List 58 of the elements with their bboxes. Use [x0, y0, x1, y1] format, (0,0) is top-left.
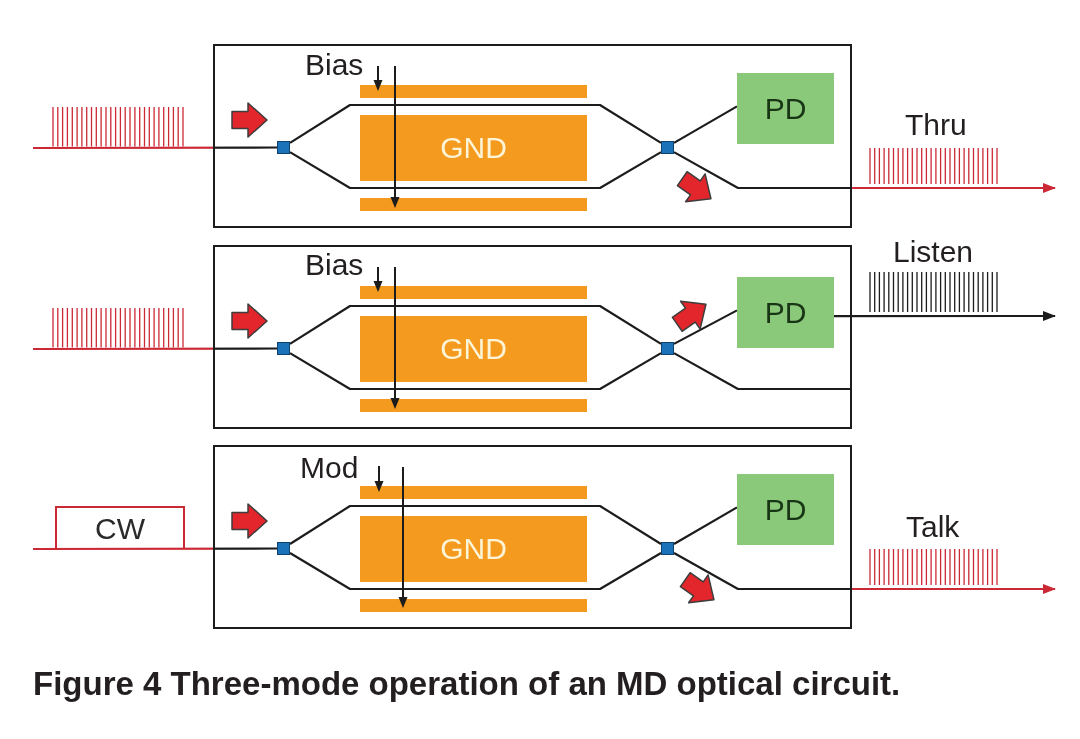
photodetector-box — [737, 474, 834, 545]
direction-arrow — [231, 303, 268, 339]
waveguide-line — [673, 352, 851, 391]
photodetector-box — [737, 73, 834, 144]
electrode-block — [360, 516, 587, 582]
output-arrow — [834, 311, 1056, 321]
node-label: PD — [764, 297, 807, 328]
waveguide-line — [673, 506, 738, 545]
output-label: Listen — [893, 237, 974, 267]
electrode-bar — [360, 599, 587, 612]
electrode-bar — [360, 286, 587, 299]
electrode-bar — [360, 399, 587, 412]
waveguide-line — [289, 552, 662, 591]
electrode-label: Bias — [305, 250, 364, 280]
output-label: Thru — [905, 110, 967, 140]
electrode-bar — [360, 198, 587, 211]
output-arrow — [673, 151, 1056, 193]
output-arrow — [673, 552, 1056, 594]
node-label: CW — [95, 513, 145, 544]
direction-arrow — [671, 300, 707, 333]
electrode-block — [360, 316, 587, 382]
circuit-panel — [213, 44, 852, 228]
node-label: GND — [440, 534, 507, 564]
electrode-label: Mod — [300, 453, 359, 483]
direction-arrow — [676, 170, 712, 203]
waveguide-line — [289, 504, 662, 545]
direction-arrow — [679, 571, 715, 604]
electrode-label: Bias — [305, 50, 364, 80]
coupler-square — [661, 542, 674, 555]
waveguide-line — [289, 304, 662, 345]
input-line — [33, 547, 277, 551]
coupler-square — [277, 342, 290, 355]
photodetector-box — [737, 277, 834, 348]
circuit-panel — [213, 245, 852, 429]
output-label: Talk — [906, 512, 960, 542]
figure-caption: Figure 4 Three-mode operation of an MD optical circuit. — [33, 667, 901, 700]
waveguide-line — [289, 151, 662, 190]
pulse-box — [55, 506, 185, 549]
electrode-bar — [360, 486, 587, 499]
circuit-panel — [213, 445, 852, 629]
waveguide-line — [673, 105, 738, 144]
input-line — [33, 146, 277, 150]
coupler-square — [661, 141, 674, 154]
node-label: GND — [440, 334, 507, 364]
coupler-square — [277, 542, 290, 555]
waveguide-line — [289, 352, 662, 391]
waveguide-line — [289, 103, 662, 144]
node-label: PD — [764, 93, 807, 124]
input-line — [33, 347, 277, 351]
direction-arrow — [231, 503, 268, 539]
electrode-block — [360, 115, 587, 181]
coupler-square — [277, 141, 290, 154]
direction-arrow — [231, 102, 268, 138]
waveguide-line — [673, 309, 738, 345]
node-label: GND — [440, 133, 507, 163]
electrode-bar — [360, 85, 587, 98]
node-label: PD — [764, 494, 807, 525]
coupler-square — [661, 342, 674, 355]
